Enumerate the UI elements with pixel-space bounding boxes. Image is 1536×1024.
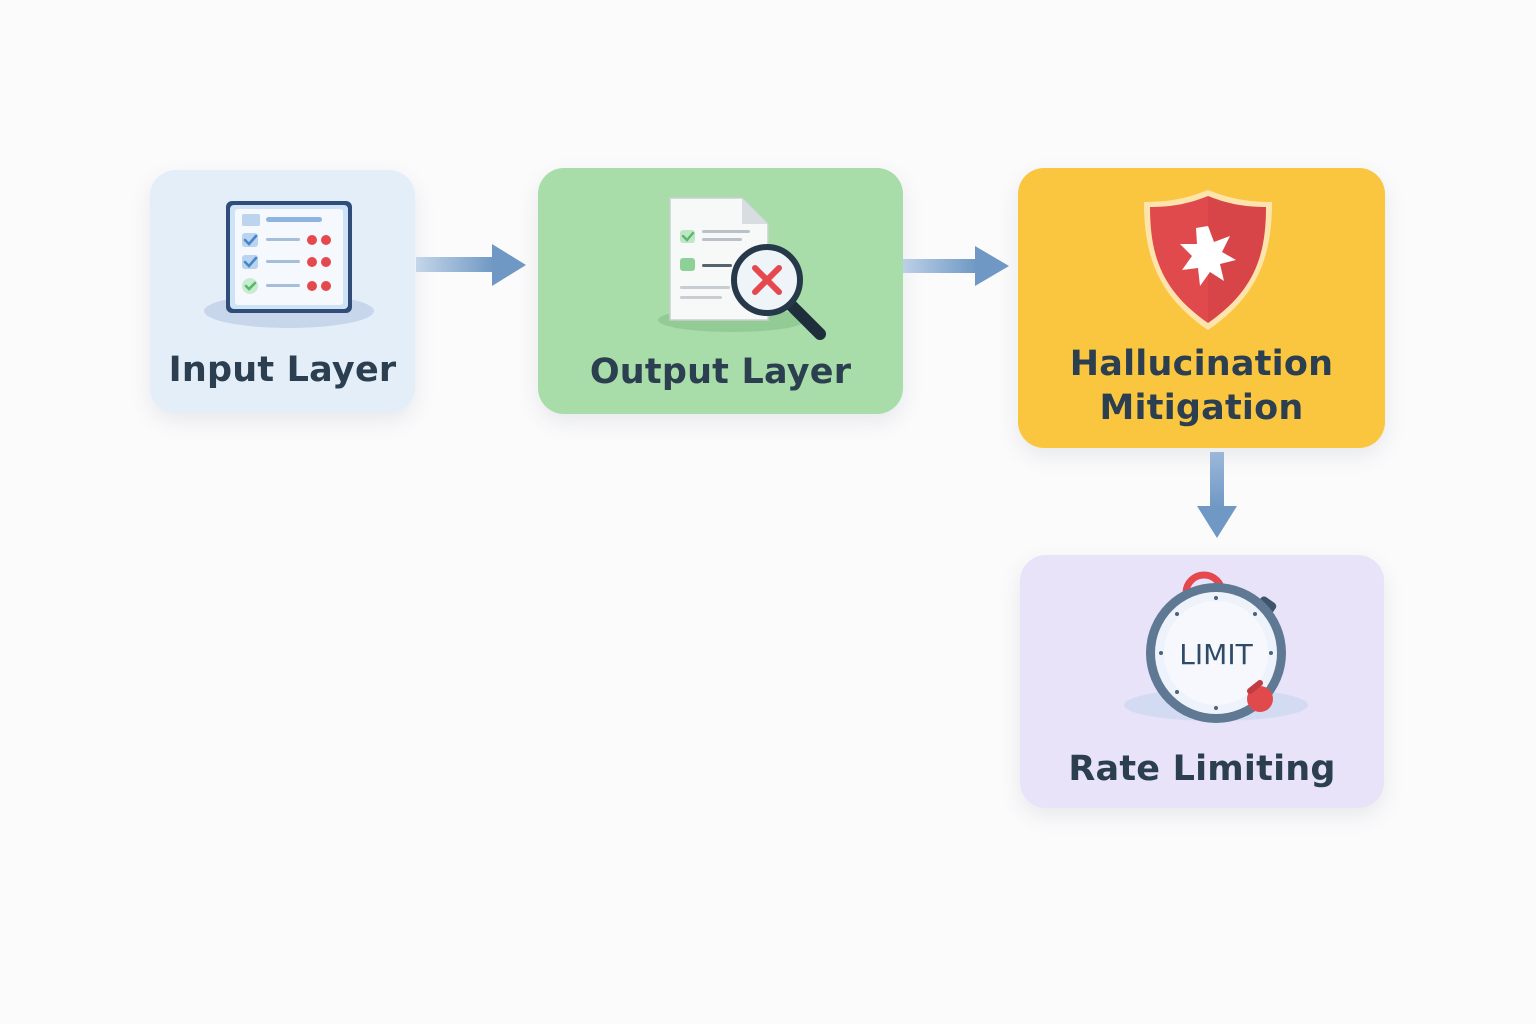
node-label: Output Layer (589, 352, 852, 392)
stopwatch-icon: LIMIT (1124, 571, 1308, 723)
arrow-hallucination-to-rate (1197, 452, 1237, 538)
node-label-line2: Mitigation (1099, 388, 1304, 428)
node-hallucination-mitigation: Hallucination Mitigation (1018, 168, 1385, 448)
arrow-input-to-output (416, 244, 526, 286)
shield-icon (1144, 190, 1272, 330)
node-label-line1: Hallucination (1069, 344, 1334, 384)
node-output-layer: Output Layer (538, 168, 903, 414)
node-label: Rate Limiting (1068, 749, 1336, 789)
stopwatch-limit-text: LIMIT (1179, 638, 1253, 671)
document-magnifier-reject-icon (658, 197, 826, 340)
checklist-icon (204, 201, 374, 328)
arrow-output-to-hallucination (903, 246, 1009, 286)
node-input-layer: Input Layer (150, 170, 415, 413)
node-rate-limiting: LIMIT Rate Limiting (1020, 555, 1384, 808)
node-label: Input Layer (168, 350, 397, 390)
